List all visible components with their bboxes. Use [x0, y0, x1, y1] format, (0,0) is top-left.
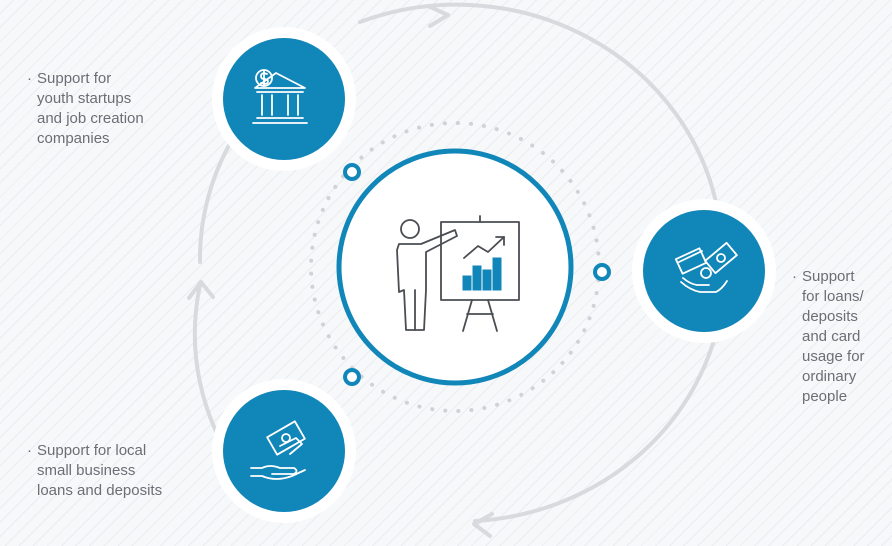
- arrow-bottom-icon: [472, 512, 494, 538]
- connector-dot-bottom: [343, 368, 361, 386]
- arrow-top-icon: [426, 4, 450, 28]
- label-text: Support for youth startups and job creat…: [37, 70, 144, 147]
- node-bottom-left: [212, 379, 356, 523]
- bullet: ·: [792, 268, 797, 285]
- hand-card-cash-icon: [674, 241, 738, 293]
- presentation-chart-icon: [396, 215, 520, 332]
- label-local-small-business: · Support for local small business loans…: [27, 441, 207, 501]
- bank-dollar-icon: [252, 69, 308, 124]
- arrow-left-icon: [187, 280, 215, 300]
- connector-dot-right: [593, 263, 611, 281]
- center-node: [336, 148, 574, 386]
- label-text: Support for local small business loans a…: [37, 442, 163, 499]
- hand-money-icon: [250, 420, 306, 480]
- node-top-left: [212, 27, 356, 171]
- connector-dot-top: [343, 163, 361, 181]
- cycle-arrowheads: [187, 4, 494, 538]
- bar-chart-icon: [462, 257, 502, 291]
- node-right: [632, 199, 776, 343]
- label-text: Support for loans/ deposits and card usa…: [802, 268, 865, 405]
- bullet: ·: [27, 442, 32, 459]
- label-youth-startups: · Support for youth startups and job cre…: [27, 69, 187, 149]
- bullet: ·: [27, 70, 32, 87]
- label-ordinary-people: · Support for loans/ deposits and card u…: [792, 267, 892, 407]
